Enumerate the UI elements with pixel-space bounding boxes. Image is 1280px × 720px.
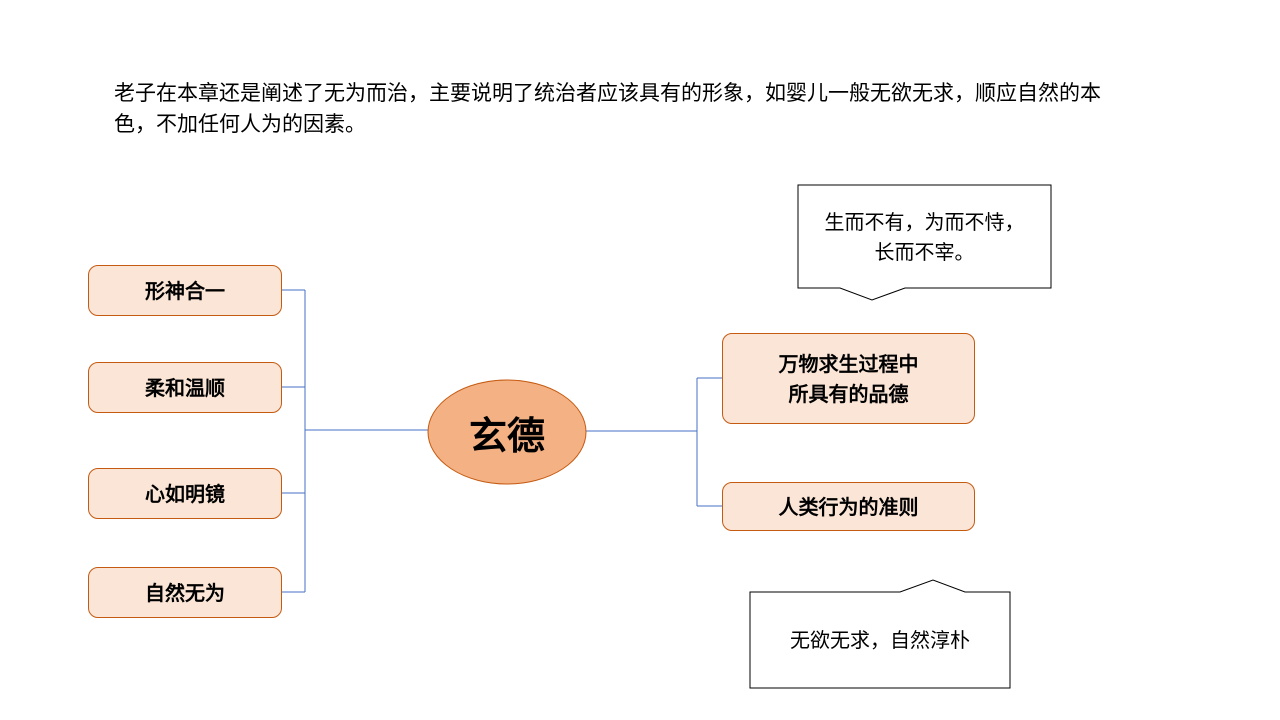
left-connectors [281,289,429,593]
callout-bottom: 无欲无求，自然淳朴 [790,628,970,652]
right-node-1: 万物求生过程中 所具有的品德 [722,333,975,424]
center-node: 玄德 [468,413,545,458]
left-node-2: 柔和温顺 [88,362,282,413]
left-node-3: 心如明镜 [88,468,282,519]
intro-paragraph: 老子在本章还是阐述了无为而治，主要说明了统治者应该具有的形象，如婴儿一般无欲无求… [114,81,1101,136]
right-node-1-line1: 万物求生过程中 [778,351,919,376]
right-connectors [586,377,722,507]
left-node-1: 形神合一 [88,265,282,316]
callout-top: 生而不有，为而不恃， 长而不宰。 [798,185,1051,288]
callout-top-shape [797,184,1052,301]
center-ellipse [427,379,587,485]
callout-top-line1: 生而不有，为而不恃， [824,209,1025,234]
right-node-2: 人类行为的准则 [722,482,975,531]
callout-top-line2: 长而不宰。 [874,239,975,264]
callout-bottom-shape [749,579,1011,689]
left-node-4: 自然无为 [88,567,282,618]
right-node-1-line2: 所具有的品德 [788,381,909,406]
